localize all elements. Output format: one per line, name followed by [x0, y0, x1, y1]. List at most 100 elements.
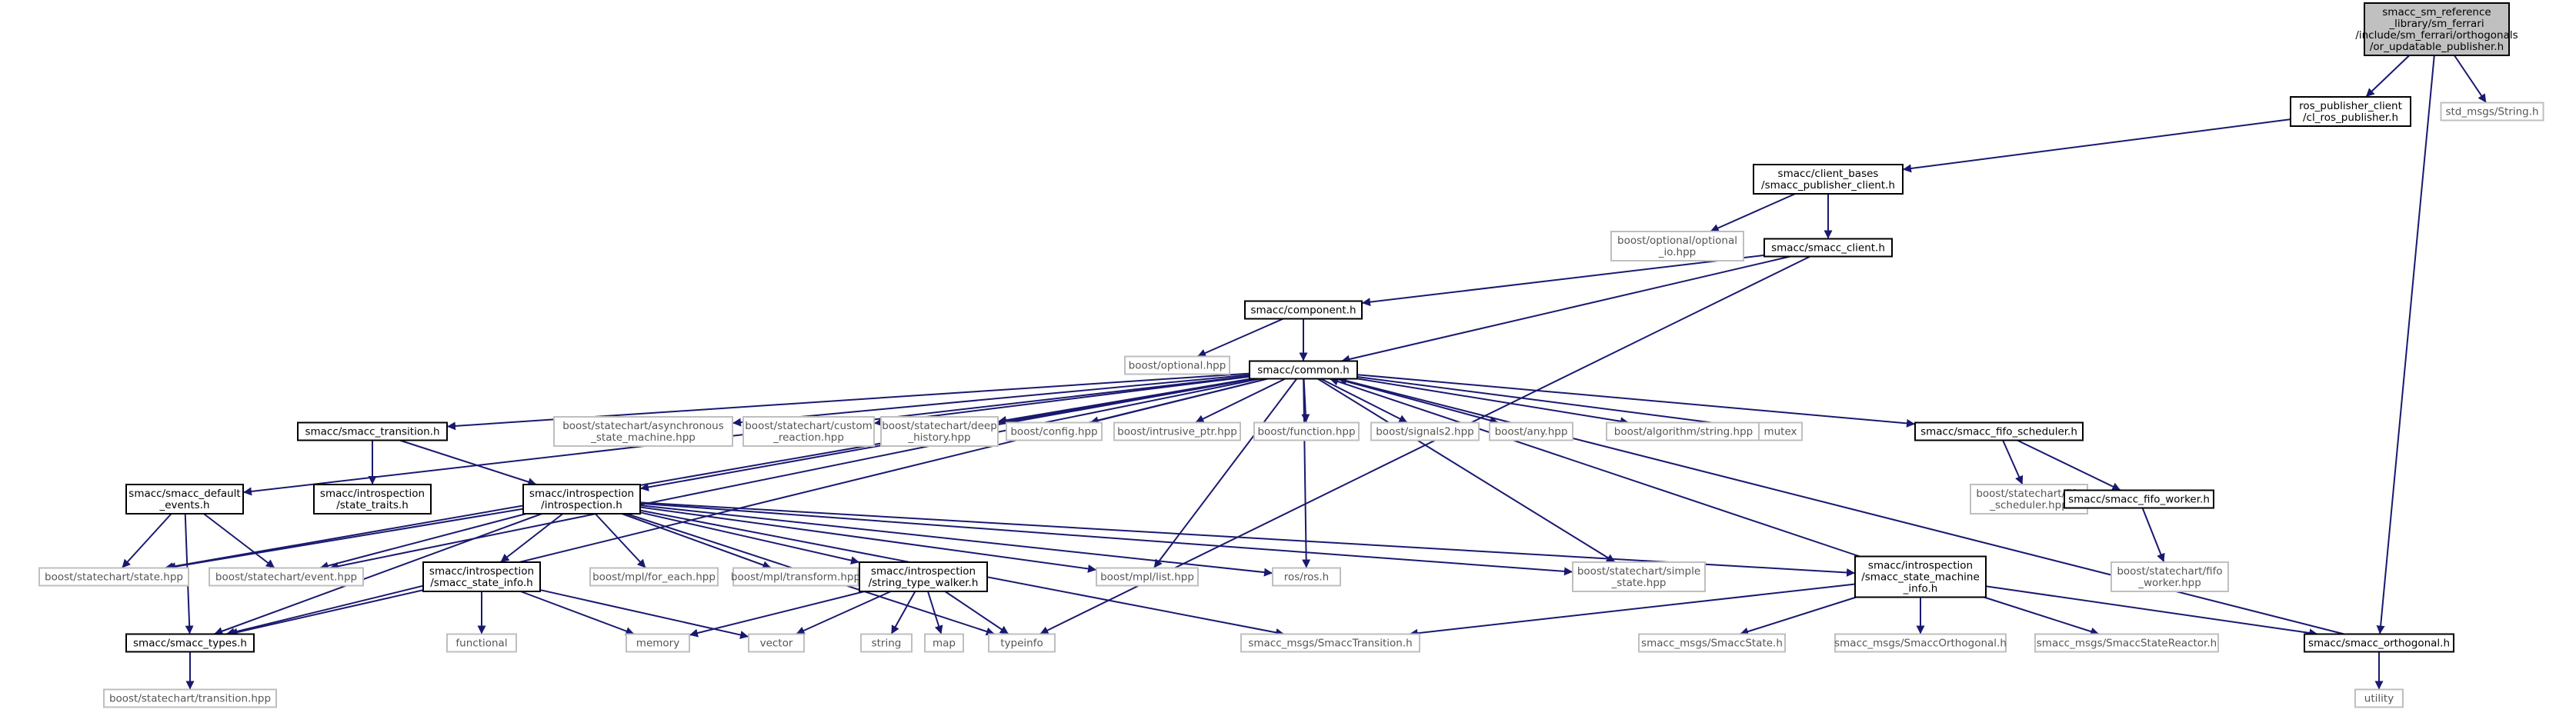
- edge-common-to-mpl_list: [1153, 378, 1298, 569]
- node-label-line: typeinfo: [1000, 638, 1043, 650]
- node-box: [38, 567, 189, 587]
- node-label-line: boost/mpl/transform.hpp: [731, 571, 860, 584]
- node-common[interactable]: smacc/common.h: [1249, 360, 1358, 380]
- node-type-walker[interactable]: smacc/introspection/string_type_walker.h: [859, 561, 988, 592]
- node-label-line: /string_type_walker.h: [869, 577, 979, 589]
- edge-type_walker-to-typeinfo: [944, 591, 1009, 635]
- node-intrusive-ptr: boost/intrusive_ptr.hpp: [1113, 421, 1241, 441]
- node-sm-info[interactable]: smacc/introspection/smacc_state_machine_…: [1854, 555, 1987, 598]
- edge-main-to-ros_pub: [2365, 55, 2411, 98]
- node-alg-string: boost/algorithm/string.hpp: [1606, 421, 1761, 441]
- node-vector: vector: [748, 633, 805, 653]
- edge-common-to-async_sm: [732, 374, 1250, 427]
- node-box: [589, 567, 719, 587]
- node-utility: utility: [2354, 688, 2404, 708]
- node-ros-pub[interactable]: ros_publisher_client/cl_ros_publisher.h: [2290, 96, 2411, 127]
- node-label-line: smacc_msgs/SmaccTransition.h: [1248, 638, 1412, 650]
- node-transition[interactable]: smacc/smacc_transition.h: [297, 421, 448, 441]
- node-label-line: functional: [455, 638, 507, 650]
- node-label-line: smacc/component.h: [1250, 305, 1356, 317]
- node-label-line: utility: [2364, 693, 2394, 705]
- node-state-hpp: boost/statechart/state.hpp: [38, 567, 189, 587]
- node-main[interactable]: smacc_sm_reference_library/sm_ferrari/in…: [2355, 2, 2518, 56]
- node-box: [1272, 567, 1341, 587]
- edge-pub_client-to-opt_io: [1710, 193, 1796, 232]
- node-box: [2304, 633, 2454, 653]
- node-label-line: _state_machine.hpp: [590, 431, 696, 444]
- node-box: [859, 561, 988, 592]
- node-box: [297, 421, 448, 441]
- node-label-line: boost/mpl/list.hpp: [1100, 571, 1194, 584]
- edge-common-to-intrusive_ptr: [1195, 378, 1286, 424]
- node-label-line: smacc/smacc_client.h: [1771, 242, 1885, 255]
- node-box: [2034, 633, 2219, 653]
- node-label-line: smacc/common.h: [1257, 365, 1350, 377]
- node-box: [2440, 102, 2544, 122]
- node-label-line: /include/sm_ferrari/orthogonals: [2355, 29, 2518, 42]
- node-box: [748, 633, 805, 653]
- node-box: [880, 416, 999, 447]
- node-label-line: boost/statechart/state.hpp: [45, 571, 183, 584]
- node-opt-io: boost/optional/optional_io.hpp: [1610, 231, 1744, 261]
- node-map: map: [924, 633, 964, 653]
- node-mutex: mutex: [1758, 421, 1803, 441]
- node-default-events[interactable]: smacc/smacc_default_events.h: [125, 484, 244, 515]
- node-box: [1253, 421, 1360, 441]
- node-orthogonal[interactable]: smacc/smacc_orthogonal.h: [2304, 633, 2454, 653]
- node-fifo-sched-hpp: boost/statechart/fifo_scheduler.hpp: [1970, 484, 2088, 515]
- node-memory: memory: [626, 633, 690, 653]
- node-box: [1249, 360, 1358, 380]
- node-pub-client[interactable]: smacc/client_bases/smacc_publisher_clien…: [1753, 164, 1904, 195]
- node-label-line: smacc/smacc_transition.h: [305, 426, 439, 438]
- node-fifo-worker[interactable]: smacc/smacc_fifo_worker.h: [2064, 489, 2214, 509]
- node-signals2: boost/signals2.hpp: [1370, 421, 1480, 441]
- node-box: [1610, 231, 1744, 261]
- node-label-line: boost/statechart/fifo: [1976, 488, 2081, 500]
- node-box: [103, 688, 277, 708]
- node-label-line: boost/statechart/transition.hpp: [109, 693, 271, 705]
- node-deep-history: boost/statechart/deep_history.hpp: [880, 416, 999, 447]
- node-box: [1638, 633, 1786, 653]
- node-state-info[interactable]: smacc/introspection/smacc_state_info.h: [422, 561, 541, 592]
- edge-client-to-component: [1361, 254, 1765, 307]
- node-label-line: _io.hpp: [1658, 246, 1697, 258]
- node-introspection[interactable]: smacc/introspection/introspection.h: [522, 484, 641, 515]
- node-label-line: _state.hpp: [1611, 577, 1667, 589]
- edge-type_walker-to-string: [890, 591, 916, 634]
- edge-fifo_scheduler-to-fifo_sched_hpp: [2002, 440, 2024, 485]
- edge-introspection-to-for_each: [594, 513, 647, 569]
- node-function: boost/function.hpp: [1253, 421, 1360, 441]
- node-label-line: /smacc_state_machine: [1861, 571, 1980, 584]
- node-label-line: _library/sm_ferrari: [2388, 18, 2484, 30]
- node-fifo-scheduler[interactable]: smacc/smacc_fifo_scheduler.h: [1914, 421, 2084, 441]
- node-component[interactable]: smacc/component.h: [1244, 300, 1363, 320]
- node-label-line: _history.hpp: [907, 431, 970, 444]
- node-label-line: smacc/introspection: [529, 488, 634, 500]
- node-box: [313, 484, 432, 515]
- node-box: [2290, 96, 2411, 127]
- node-label-line: boost/statechart/custom: [745, 420, 873, 432]
- node-box: [1489, 421, 1573, 441]
- node-state-traits[interactable]: smacc/introspection/state_traits.h: [313, 484, 432, 515]
- node-client[interactable]: smacc/smacc_client.h: [1763, 238, 1893, 258]
- node-label-line: smacc/smacc_types.h: [133, 638, 247, 650]
- edge-introspection-to-type_walker: [639, 511, 860, 565]
- node-simple-state: boost/statechart/simple_state.hpp: [1572, 561, 1706, 592]
- edge-type_walker-to-memory: [689, 591, 866, 638]
- edge-introspection-to-sm_info: [639, 501, 1856, 577]
- node-smacc-orth-msg: smacc_msgs/SmaccOrthogonal.h: [1834, 633, 2007, 653]
- node-label-line: smacc/smacc_orthogonal.h: [2308, 638, 2450, 650]
- edge-common-to-ros: [1302, 378, 1311, 568]
- edge-introspection-to-mpl_list: [639, 506, 1097, 573]
- node-box: [2364, 2, 2510, 56]
- edge-common-to-any: [1336, 378, 1499, 425]
- edge-sm_info-to-smacc_state_msg: [1739, 596, 1857, 636]
- node-transform: boost/mpl/transform.hpp: [731, 567, 860, 587]
- node-label-line: smacc/smacc_fifo_worker.h: [2068, 494, 2210, 506]
- node-box: [209, 567, 364, 587]
- edge-main-to-std_string: [2454, 55, 2488, 104]
- node-box: [446, 633, 517, 653]
- node-types[interactable]: smacc/smacc_types.h: [125, 633, 255, 653]
- node-label-line: /smacc_state_info.h: [430, 577, 532, 589]
